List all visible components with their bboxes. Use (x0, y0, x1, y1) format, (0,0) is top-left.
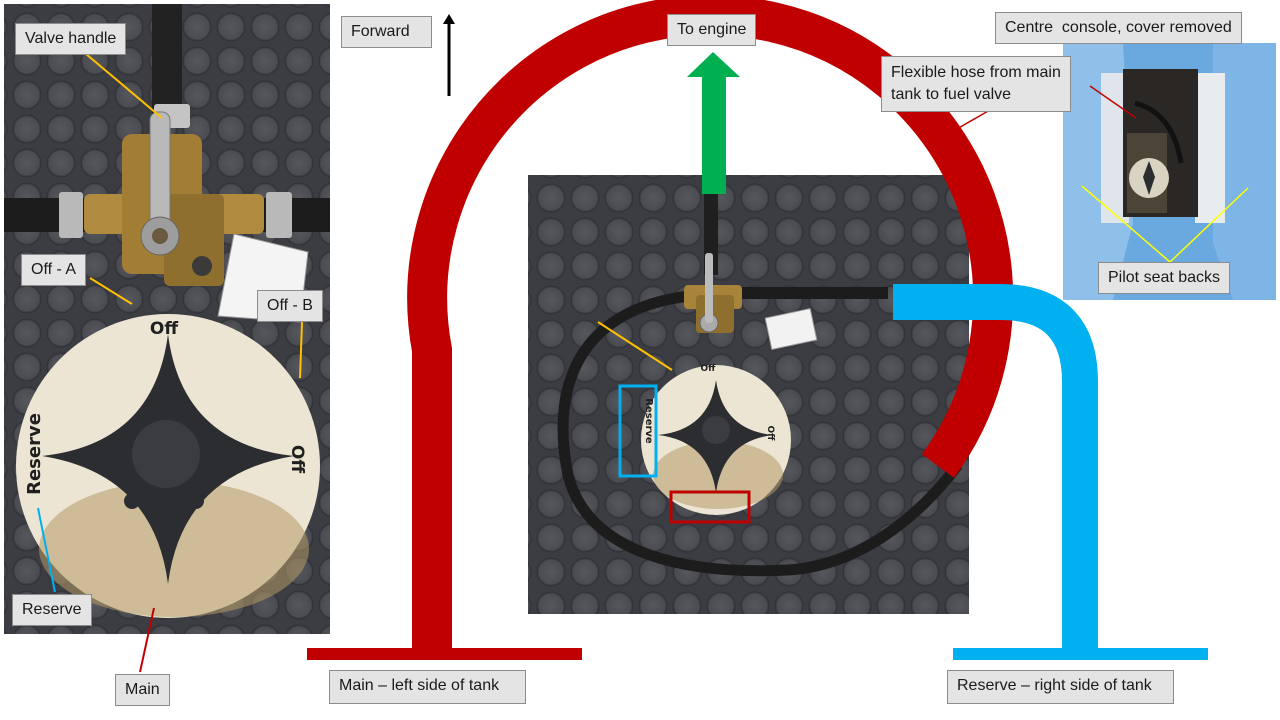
disc-off-top: Off (150, 319, 178, 339)
flexible-hose-label: Flexible hose from main tank to fuel val… (881, 56, 1071, 112)
valve-bolt (192, 256, 212, 276)
valve-handle-label: Valve handle (15, 23, 126, 55)
main-left-side-label: Main – left side of tank (329, 670, 526, 704)
forward-arrow-head (443, 14, 455, 24)
overview-disc-off-top: Off (701, 364, 717, 374)
main-label: Main (115, 674, 170, 706)
valve-overview-photo: Off Off Reserve (528, 175, 969, 614)
overview-tag (765, 309, 817, 350)
flexible-hose-callout (934, 110, 990, 142)
centre-console-label: Centre console, cover removed (995, 12, 1242, 44)
disc-centre-hole (132, 420, 200, 488)
reserve-tank-base (953, 648, 1208, 660)
disc-hole-left (124, 493, 140, 509)
overview-disc-off-side: Off (765, 426, 775, 442)
valve-handle (150, 112, 170, 232)
disc-off-side: Off (287, 445, 307, 473)
valve-handle-nut (152, 228, 168, 244)
reserve-label: Reserve (12, 594, 92, 626)
overview-valve-handle (705, 253, 713, 323)
main-tank-base (307, 648, 582, 660)
left-clamp (59, 192, 83, 238)
off-b-label: Off - B (257, 290, 323, 322)
off-a-label: Off - A (21, 254, 86, 286)
console-right-panel (1195, 73, 1225, 223)
disc-reserve: Reserve (24, 413, 45, 495)
engine-arrow-head (687, 52, 740, 77)
overview-disc-centre-hole (702, 416, 730, 444)
pilot-seat-backs-label: Pilot seat backs (1098, 262, 1230, 294)
overview-disc-reserve: Reserve (643, 398, 654, 444)
to-engine-label: To engine (667, 14, 756, 46)
disc-hole-right (188, 493, 204, 509)
forward-label: Forward (341, 16, 432, 48)
overview-right-hose (728, 287, 888, 299)
right-clamp (266, 192, 292, 238)
valve-overview-drawing: Off Off Reserve (528, 175, 969, 614)
reserve-right-side-label: Reserve – right side of tank (947, 670, 1174, 704)
